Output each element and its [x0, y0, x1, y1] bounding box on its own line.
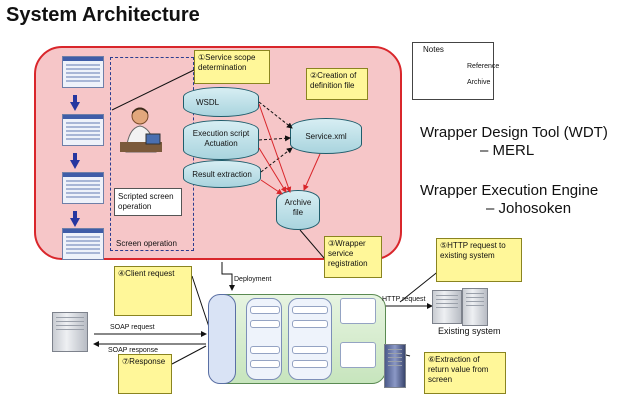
- page-title: System Architecture: [6, 4, 200, 26]
- scripted-operation-box: [114, 188, 182, 216]
- screen-thumbnail: [62, 228, 104, 260]
- scripted-operation-label: Scripted screen: [118, 192, 174, 201]
- engine-row: [250, 346, 280, 354]
- archive-legend-label: Archive: [467, 79, 491, 86]
- screen-operation-label: Screen operation: [116, 239, 177, 248]
- wdt-title: Wrapper Design Tool (WDT): [420, 124, 608, 141]
- engine-row: [292, 306, 328, 314]
- http-request-label: HTTP request: [382, 296, 426, 303]
- engine-server-icon: [384, 344, 406, 388]
- callout-extraction-return: ⑥Extraction of return value from screen: [424, 352, 506, 394]
- existing-system-server-icon: [432, 290, 462, 324]
- callout-response: ⑦Response: [118, 354, 172, 394]
- engine-row: [292, 320, 328, 328]
- client-server-icon: [52, 312, 88, 352]
- callout-definition-file: ②Creation of definition file: [306, 68, 368, 100]
- existing-system-label: Existing system: [438, 326, 501, 336]
- engine-row: [292, 360, 328, 368]
- callout-client-request: ④Client request: [114, 266, 192, 316]
- result-extraction-label: Result extraction: [192, 170, 252, 179]
- soap-handler-block: [208, 294, 236, 384]
- screen-thumbnail: [62, 114, 104, 146]
- scripted-operation-label: operation: [118, 202, 152, 211]
- wee-author: – Johosoken: [486, 200, 572, 217]
- engine-row: [250, 360, 280, 368]
- callout-wrapper-registration: ③Wrapper service registration: [324, 236, 382, 278]
- wsdl-node: WSDL: [183, 87, 259, 117]
- existing-system-server-icon: [462, 288, 488, 326]
- wsdl-label: WSDL: [196, 98, 220, 107]
- archive-label: Archive: [284, 198, 312, 207]
- engine-module: [340, 342, 376, 368]
- down-arrow-icon: [70, 95, 80, 111]
- callout-http-request: ⑤HTTP request to existing system: [436, 238, 522, 282]
- notes-heading: Notes: [423, 45, 444, 54]
- operator-person-icon: [120, 107, 162, 153]
- execution-script-node: Execution script Actuation: [183, 120, 259, 160]
- soap-request-label: SOAP request: [110, 324, 155, 331]
- down-arrow-icon: [70, 211, 80, 227]
- engine-row: [250, 320, 280, 328]
- wdt-author: – MERL: [480, 142, 535, 159]
- service-xml-label: Service.xml: [305, 132, 347, 141]
- screen-thumbnail: [62, 172, 104, 204]
- archive-file-node: Archive file: [276, 190, 320, 230]
- screen-thumbnail: [62, 56, 104, 88]
- archive-file-label: file: [292, 208, 304, 217]
- deployment-label: Deployment: [234, 276, 272, 283]
- reference-label: Reference: [467, 63, 500, 70]
- service-xml-node: Service.xml: [290, 118, 362, 154]
- engine-row: [250, 306, 280, 314]
- down-arrow-icon: [70, 153, 80, 169]
- callout-service-scope: ①Service scope determination: [194, 50, 270, 84]
- notes-legend: Notes Reference Archive: [412, 42, 499, 100]
- wee-title: Wrapper Execution Engine: [420, 182, 599, 199]
- engine-module: [340, 298, 376, 324]
- soap-response-label: SOAP response: [108, 347, 159, 354]
- engine-row: [292, 346, 328, 354]
- result-extraction-node: Result extraction: [183, 160, 261, 188]
- execution-script-label: Execution script: [192, 129, 250, 138]
- execution-actuation-label: Actuation: [204, 139, 238, 148]
